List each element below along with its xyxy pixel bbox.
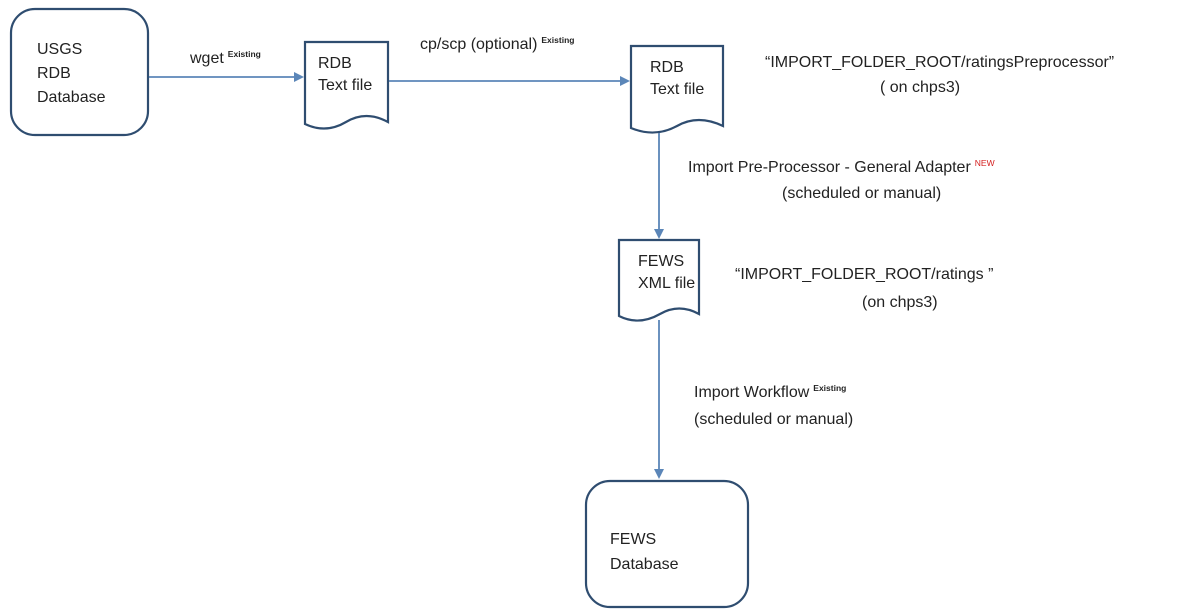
rdb-file-2-shape [629,44,725,134]
rdb-file-1-label: RDB Text file [318,55,373,94]
ratings-preprocessor-host: ( on chps3) [880,79,961,96]
ratings-path: “IMPORT_FOLDER_ROOT/ratings ” [735,266,994,283]
usgs-database-label: USGS RDB Database [37,41,106,106]
rdb-file-1-shape [303,40,390,130]
rdb-file-2-label: RDB Text file [650,59,705,98]
preprocessor-schedule-label: (scheduled or manual) [782,185,942,202]
existing-tag: Existing [541,34,575,45]
fews-xml-file-shape [617,238,701,322]
fews-database-label: FEWS Database [610,531,679,573]
ratings-preprocessor-path: “IMPORT_FOLDER_ROOT/ratingsPreprocessor” [765,54,1115,71]
existing-tag: Existing [227,48,261,59]
ratings-host: (on chps3) [862,294,938,311]
fews-database-box [584,479,750,609]
existing-tag: Existing [813,382,847,393]
workflow-schedule-label: (scheduled or manual) [694,411,854,428]
cp-scp-label: cp/scp (optional)Existing [420,34,575,53]
usgs-database-box [9,7,150,137]
fews-xml-file-label: FEWS XML file [638,253,696,292]
new-tag: NEW [974,157,995,168]
